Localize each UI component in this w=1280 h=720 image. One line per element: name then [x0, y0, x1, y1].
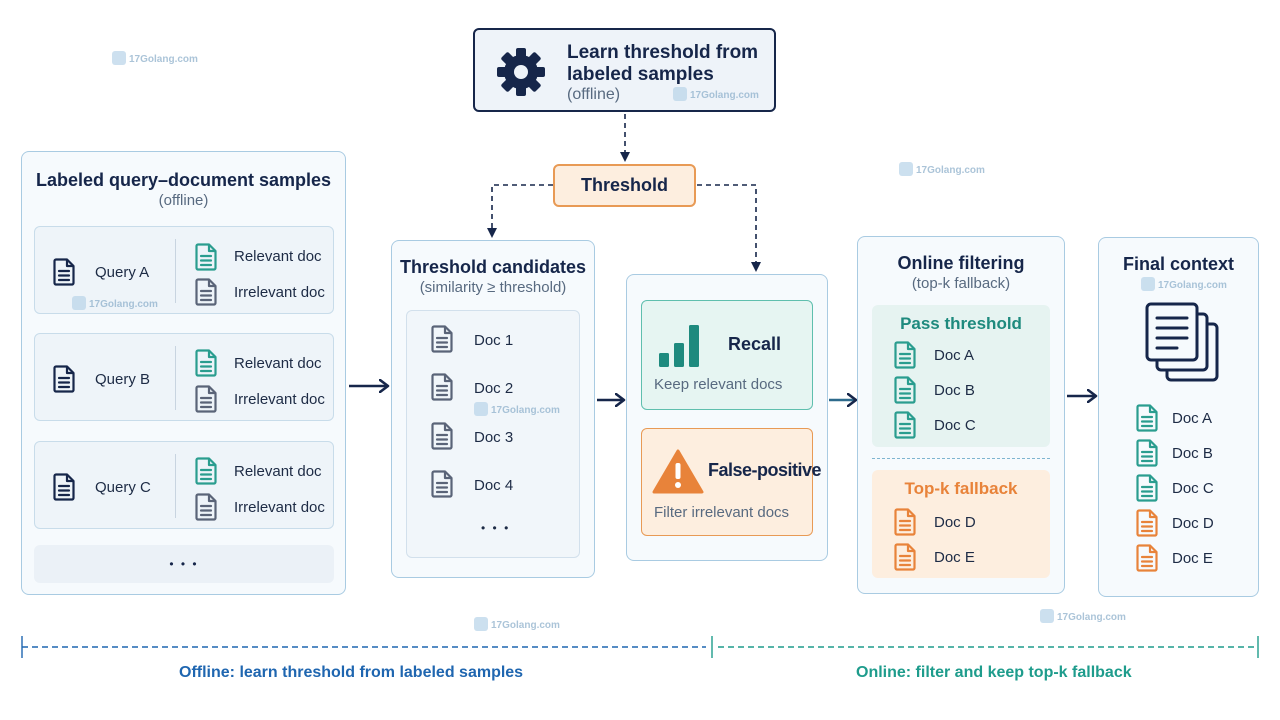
pass-doc: Doc B [934, 382, 975, 399]
learn-threshold-subtitle: (offline) [567, 86, 621, 103]
candidates-title: Threshold candidates [399, 257, 587, 277]
document-icon [431, 470, 453, 498]
pass-doc-icon [894, 411, 916, 439]
pass-doc-icon [894, 341, 916, 369]
false-positive-title: False-positive [708, 460, 822, 480]
watermark: 17Golang.com [673, 87, 759, 101]
candidates-list: Doc 1 Doc 2 Doc 3 Doc 4 • • • [406, 310, 580, 558]
threshold-node: Threshold [553, 164, 696, 207]
candidate-doc: Doc 2 [474, 380, 514, 397]
irrelevant-doc-icon [195, 493, 217, 521]
candidate-doc: Doc 3 [474, 429, 514, 446]
final-doc-icon [1136, 474, 1158, 502]
document-icon [53, 473, 75, 501]
pass-threshold-box: Pass threshold Doc A Doc B Doc C [872, 305, 1050, 447]
final-doc: Doc A [1172, 410, 1213, 427]
gear-icon [497, 48, 545, 96]
warning-icon [652, 449, 704, 494]
pass-doc: Doc C [934, 417, 976, 434]
more-candidates-ellipsis: • • • [481, 521, 511, 535]
bar-chart-icon [659, 325, 699, 367]
threshold-to-candidates-arrow [487, 184, 553, 238]
final-doc-icon [1136, 404, 1158, 432]
final-doc: Doc D [1172, 515, 1214, 532]
offline-footer-label: Offline: learn threshold from labeled sa… [179, 664, 524, 681]
learn-threshold-title: Learn threshold from labeled samples [567, 42, 759, 85]
document-icon [53, 258, 75, 286]
watermark: 17Golang.com [474, 617, 560, 631]
online-footer-label: Online: filter and keep top-k fallback [856, 664, 1132, 681]
sample-irrelevant-label: Irrelevant doc [234, 284, 325, 301]
pass-doc: Doc A [934, 347, 975, 364]
pass-doc-icon [894, 376, 916, 404]
section-divider [872, 458, 1050, 459]
final-doc: Doc B [1172, 445, 1213, 462]
sample-irrelevant-label: Irrelevant doc [234, 391, 325, 408]
candidate-doc: Doc 4 [474, 477, 514, 494]
online-title: Online filtering [897, 253, 1025, 273]
watermark: 17Golang.com [899, 162, 985, 176]
document-stack-icon [1145, 302, 1219, 382]
irrelevant-doc-icon [195, 385, 217, 413]
recall-title: Recall [728, 334, 782, 354]
false-positive-box: False-positive Filter irrelevant docs [641, 428, 822, 536]
fallback-doc: Doc E [934, 549, 975, 566]
relevant-doc-icon [195, 349, 217, 377]
false-positive-text: Filter irrelevant docs [654, 504, 790, 521]
sample-relevant-label: Relevant doc [234, 248, 322, 265]
irrelevant-doc-icon [195, 278, 217, 306]
sample-query: Query B [95, 371, 151, 388]
document-icon [431, 373, 453, 401]
sample-relevant-label: Relevant doc [234, 355, 322, 372]
final-doc-icon [1136, 544, 1158, 572]
top-k-fallback-title: Top-k fallback [904, 479, 1018, 498]
recall-text: Keep relevant docs [654, 376, 783, 393]
watermark: 17Golang.com [1141, 277, 1227, 291]
final-context-panel: Final context Doc A Doc B Doc C Doc D Do… [1098, 237, 1259, 597]
candidate-doc: Doc 1 [474, 332, 514, 349]
threshold-to-metrics-arrow [697, 184, 761, 272]
pass-threshold-title: Pass threshold [900, 314, 1022, 333]
sample-query: Query C [95, 479, 151, 496]
document-icon [53, 365, 75, 393]
final-context-title: Final context [1122, 254, 1234, 274]
fallback-doc-icon [894, 543, 916, 571]
document-icon [431, 422, 453, 450]
watermark: 17Golang.com [72, 296, 158, 310]
watermark: 17Golang.com [474, 402, 560, 416]
sample-relevant-label: Relevant doc [234, 463, 322, 480]
more-samples-ellipsis: • • • [34, 545, 334, 583]
sample-card-c: Query C Relevant doc Irrelevant doc [34, 441, 334, 529]
watermark: 17Golang.com [112, 51, 198, 65]
top-k-fallback-box: Top-k fallback Doc D Doc E [872, 470, 1050, 578]
samples-title: Labeled query–document samples [35, 170, 332, 190]
final-doc-icon [1136, 439, 1158, 467]
fallback-doc-icon [894, 508, 916, 536]
online-subtitle: (top-k fallback) [911, 275, 1011, 292]
fallback-doc: Doc D [934, 514, 976, 531]
final-doc: Doc E [1172, 550, 1213, 567]
final-doc-icon [1136, 509, 1158, 537]
sample-card-b: Query B Relevant doc Irrelevant doc [34, 333, 334, 421]
watermark: 17Golang.com [1040, 609, 1126, 623]
relevant-doc-icon [195, 243, 217, 271]
relevant-doc-icon [195, 457, 217, 485]
document-icon [431, 325, 453, 353]
final-doc: Doc C [1172, 480, 1214, 497]
samples-subtitle: (offline) [158, 192, 209, 209]
sample-irrelevant-label: Irrelevant doc [234, 499, 325, 516]
candidates-subtitle: (similarity ≥ threshold) [419, 279, 567, 296]
sample-query: Query A [95, 264, 150, 281]
recall-box: Recall Keep relevant docs [641, 300, 813, 410]
